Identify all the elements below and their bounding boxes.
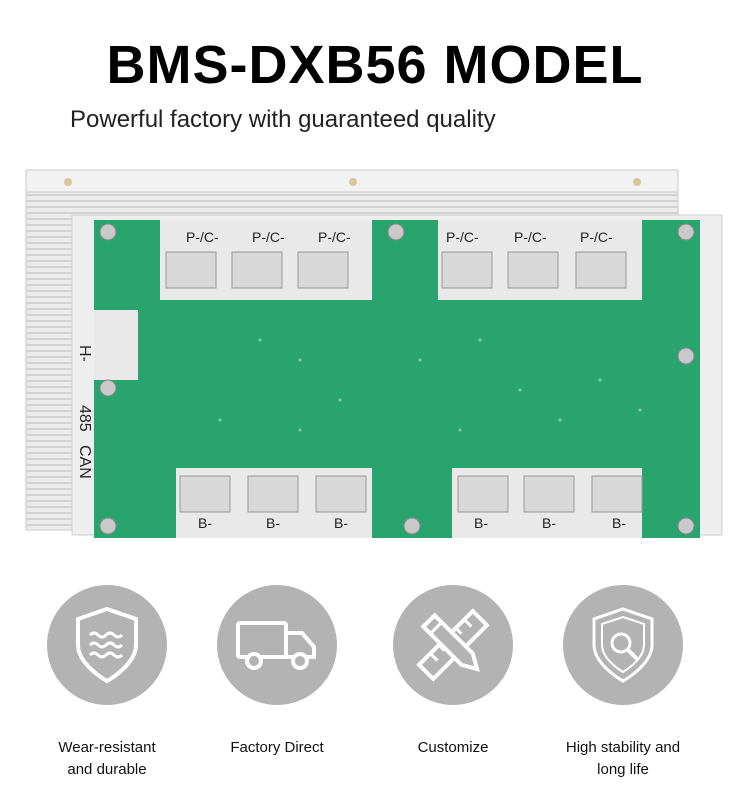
feature-label: Customize — [417, 739, 489, 756]
feature-icon-circle — [563, 585, 683, 705]
shield-waves-icon — [76, 606, 138, 684]
feature-icon-circle — [217, 585, 337, 705]
terminal-label-bottom: B- — [334, 515, 348, 531]
terminal-label-bottom: B- — [266, 515, 280, 531]
page-title: BMS-DXB56 MODEL — [106, 35, 644, 95]
feature-factory-direct: Factory Direct — [192, 585, 362, 759]
feature-customize: Customize — [368, 585, 538, 759]
pencil-ruler-icon — [416, 608, 490, 682]
terminal-label-bottom: B- — [612, 515, 626, 531]
pcb-board: P-/C- P-/C- P-/C- P-/C- P-/C- P-/C- B- B… — [76, 220, 700, 538]
terminal-label-bottom: B- — [542, 515, 556, 531]
side-label: H- — [76, 345, 93, 362]
side-label: 485 — [76, 405, 93, 432]
feature-icon-circle — [47, 585, 167, 705]
page-subtitle: Powerful factory with guaranteed quality — [70, 106, 496, 133]
terminal-label-top: P-/C- — [318, 229, 351, 245]
side-label: CAN — [76, 445, 93, 479]
truck-icon — [236, 621, 316, 670]
terminal-label-top: P-/C- — [186, 229, 219, 245]
feature-label: Factory Direct — [230, 739, 324, 756]
terminal-label-top: P-/C- — [446, 229, 479, 245]
feature-label: Wear-resistant and durable — [58, 739, 156, 778]
feature-label: High stability and long life — [565, 739, 681, 778]
terminal-label-bottom: B- — [198, 515, 212, 531]
feature-wear-resistant: Wear-resistant and durable — [22, 585, 192, 781]
terminal-label-top: P-/C- — [514, 229, 547, 245]
shield-search-icon — [592, 607, 654, 683]
features-row: Wear-resistant and durable Factory Direc… — [0, 585, 750, 785]
feature-icon-circle — [393, 585, 513, 705]
terminal-label-bottom: B- — [474, 515, 488, 531]
terminal-label-top: P-/C- — [580, 229, 613, 245]
feature-high-stability: High stability and long life — [538, 585, 708, 781]
terminal-label-top: P-/C- — [252, 229, 285, 245]
bms-board-image: P-/C- P-/C- P-/C- P-/C- P-/C- P-/C- B- B… — [25, 169, 723, 538]
